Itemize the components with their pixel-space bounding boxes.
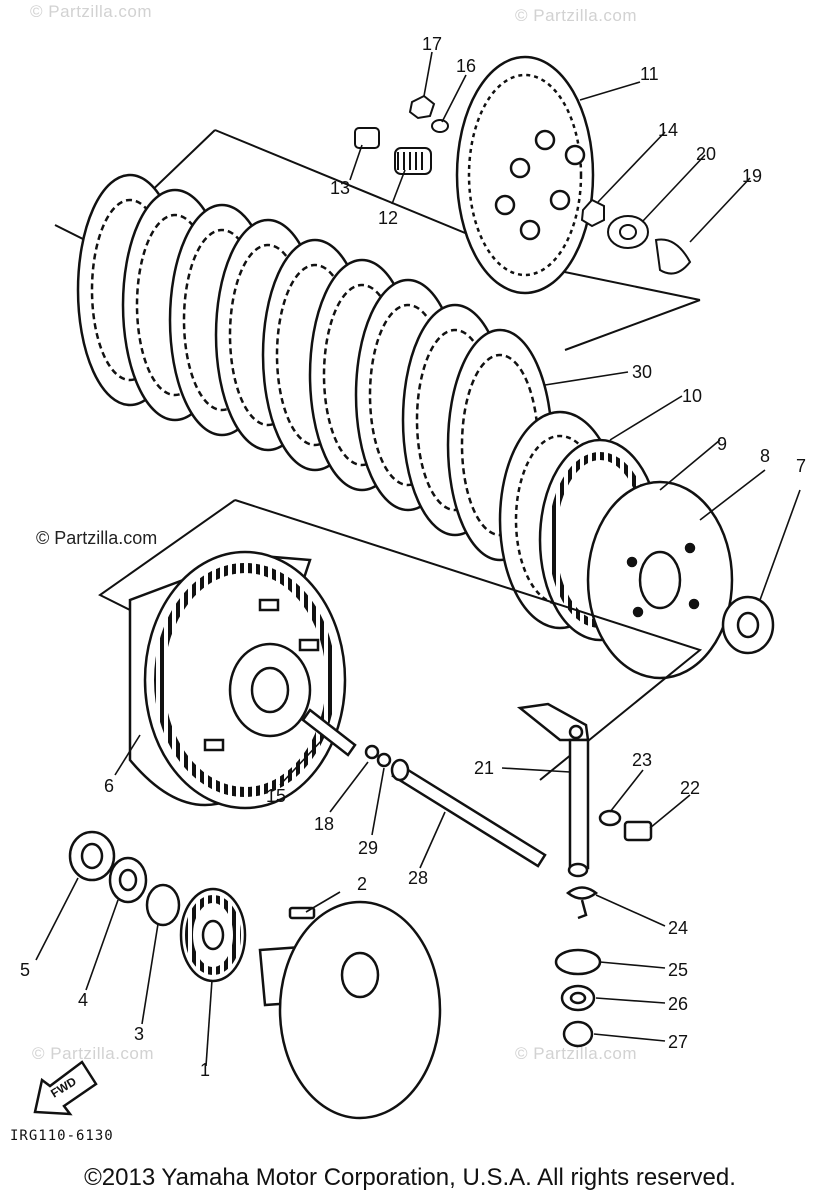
callout-4: 4 — [78, 990, 88, 1010]
watermark-bottom-right: © Partzilla.com — [515, 1044, 638, 1063]
callout-17: 17 — [422, 34, 442, 54]
leader-lines — [35, 51, 801, 1067]
drawing-code: IRG110-6130 — [10, 1128, 114, 1144]
callout-7: 7 — [796, 456, 806, 476]
copyright-notice: ©2013 Yamaha Motor Corporation, U.S.A. A… — [84, 1164, 736, 1191]
push-rod-parts — [301, 708, 547, 868]
callout-10: 10 — [682, 386, 702, 406]
watermark-middle: © Partzilla.com — [36, 528, 158, 548]
watermark-top-left: © Partzilla.com — [30, 2, 153, 21]
callout-14: 14 — [658, 120, 678, 140]
clutch-lever-group — [516, 702, 653, 1048]
callout-16: 16 — [456, 56, 476, 76]
callout-11: 11 — [640, 64, 659, 84]
callout-15: 15 — [266, 786, 286, 806]
clutch-boss-group — [498, 410, 775, 680]
callout-5: 5 — [20, 960, 30, 980]
callout-25: 25 — [668, 960, 688, 980]
watermark-bottom-left: © Partzilla.com — [32, 1044, 155, 1063]
pressure-plate — [455, 55, 595, 295]
clutch-housing — [128, 550, 347, 810]
callout-3: 3 — [134, 1024, 144, 1044]
callout-26: 26 — [668, 994, 688, 1014]
callout-21: 21 — [474, 758, 494, 778]
callout-1: 1 — [200, 1060, 210, 1080]
callout-24: 24 — [668, 918, 688, 938]
callout-27: 27 — [668, 1032, 688, 1052]
callout-labels: 1 2 3 4 5 6 7 8 9 10 11 12 13 14 15 16 1… — [20, 34, 806, 1080]
callout-2: 2 — [357, 874, 367, 894]
callout-29: 29 — [358, 838, 378, 858]
callout-13: 13 — [330, 178, 350, 198]
callout-28: 28 — [408, 868, 428, 888]
callout-6: 6 — [104, 776, 114, 796]
callout-19: 19 — [742, 166, 762, 186]
callout-22: 22 — [680, 778, 700, 798]
callout-9: 9 — [717, 434, 727, 454]
fwd-arrow: FWD — [33, 1060, 98, 1116]
primary-drive-group — [68, 830, 442, 1120]
callout-20: 20 — [696, 144, 716, 164]
callout-8: 8 — [760, 446, 770, 466]
callout-23: 23 — [632, 750, 652, 770]
callout-12: 12 — [378, 208, 398, 228]
clutch-plates — [76, 173, 554, 562]
small-fasteners-top — [354, 94, 692, 275]
callout-30: 30 — [632, 362, 652, 382]
callout-18: 18 — [314, 814, 334, 834]
watermark-top-right: © Partzilla.com — [515, 6, 638, 25]
